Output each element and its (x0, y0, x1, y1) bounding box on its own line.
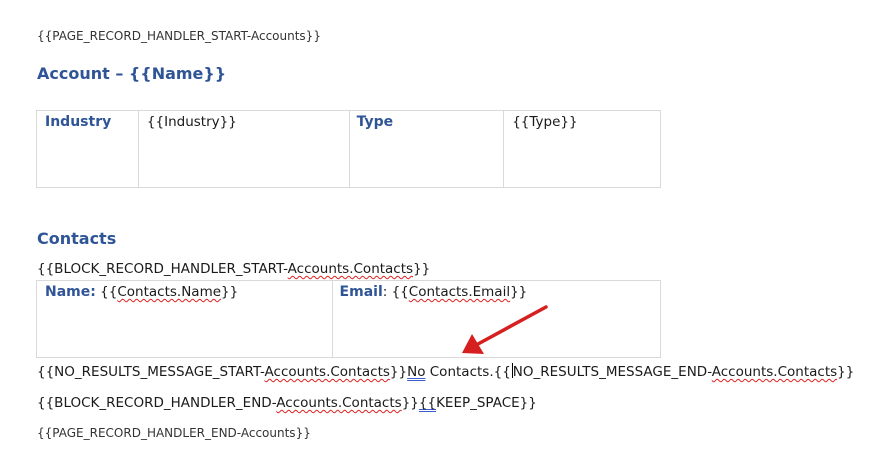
block-start-accounts-contacts: Accounts.Contacts (287, 261, 414, 277)
account-heading: Account – {{Name}} (37, 64, 227, 83)
be-close: }} (401, 395, 419, 411)
contact-name-label: Name: (45, 284, 96, 300)
nr-accounts-contacts-2: Accounts.Contacts (711, 364, 838, 380)
nr-no-word: No (407, 364, 426, 380)
contact-name-open: {{ (95, 284, 118, 300)
page-handler-start: {{PAGE_RECORD_HANDLER_START-Accounts}} (37, 29, 321, 43)
contacts-table: Name: {{Contacts.Name}} Email: {{Contact… (36, 280, 662, 358)
type-value-cell: {{Type}} (503, 110, 661, 188)
be-prefix: {{BLOCK_RECORD_HANDLER_END- (37, 395, 277, 411)
contact-email-close: }} (510, 284, 528, 300)
industry-label: Industry (45, 114, 112, 130)
contacts-heading: Contacts (37, 229, 117, 248)
industry-label-cell: Industry (36, 110, 139, 188)
type-label: Type (356, 114, 394, 130)
industry-value: {{Industry}} (146, 114, 237, 130)
nr-close-1: }} (389, 364, 408, 380)
contact-email-cell: Email: {{Contacts.Email}} (331, 280, 662, 358)
be-accounts-contacts: Accounts.Contacts (276, 395, 402, 411)
account-table: Industry {{Industry}} Type {{Type}} (36, 110, 661, 188)
nr-accounts-contacts-1: Accounts.Contacts (264, 364, 390, 380)
block-start-prefix: {{BLOCK_RECORD_HANDLER_START- (37, 261, 288, 277)
block-handler-start: {{BLOCK_RECORD_HANDLER_START-Accounts.Co… (37, 261, 430, 277)
page-handler-end: {{PAGE_RECORD_HANDLER_END-Accounts}} (37, 426, 311, 440)
contact-email-label: Email (339, 284, 383, 300)
nr-contacts-text: Contacts.{{ (425, 364, 511, 380)
text-cursor (511, 363, 513, 378)
be-open: {{ (418, 395, 437, 411)
block-handler-end: {{BLOCK_RECORD_HANDLER_END-Accounts.Cont… (37, 395, 537, 411)
type-label-cell: Type (348, 110, 505, 188)
no-results-line: {{NO_RESULTS_MESSAGE_START-Accounts.Cont… (37, 363, 854, 380)
contact-email-field: Contacts.Email (408, 284, 511, 300)
contact-name-cell: Name: {{Contacts.Name}} (36, 280, 333, 358)
nr-end-token: NO_RESULTS_MESSAGE_END- (512, 364, 712, 380)
contact-name-field: Contacts.Name (117, 284, 222, 300)
block-start-suffix: }} (413, 261, 431, 277)
industry-value-cell: {{Industry}} (137, 110, 350, 188)
nr-start-token: {{NO_RESULTS_MESSAGE_START- (37, 364, 265, 380)
contact-name-close: }} (221, 284, 239, 300)
type-value: {{Type}} (512, 114, 578, 130)
contact-email-colon: : {{ (382, 284, 409, 300)
nr-close-2: }} (837, 364, 855, 380)
be-keep-space: KEEP_SPACE}} (436, 395, 537, 411)
